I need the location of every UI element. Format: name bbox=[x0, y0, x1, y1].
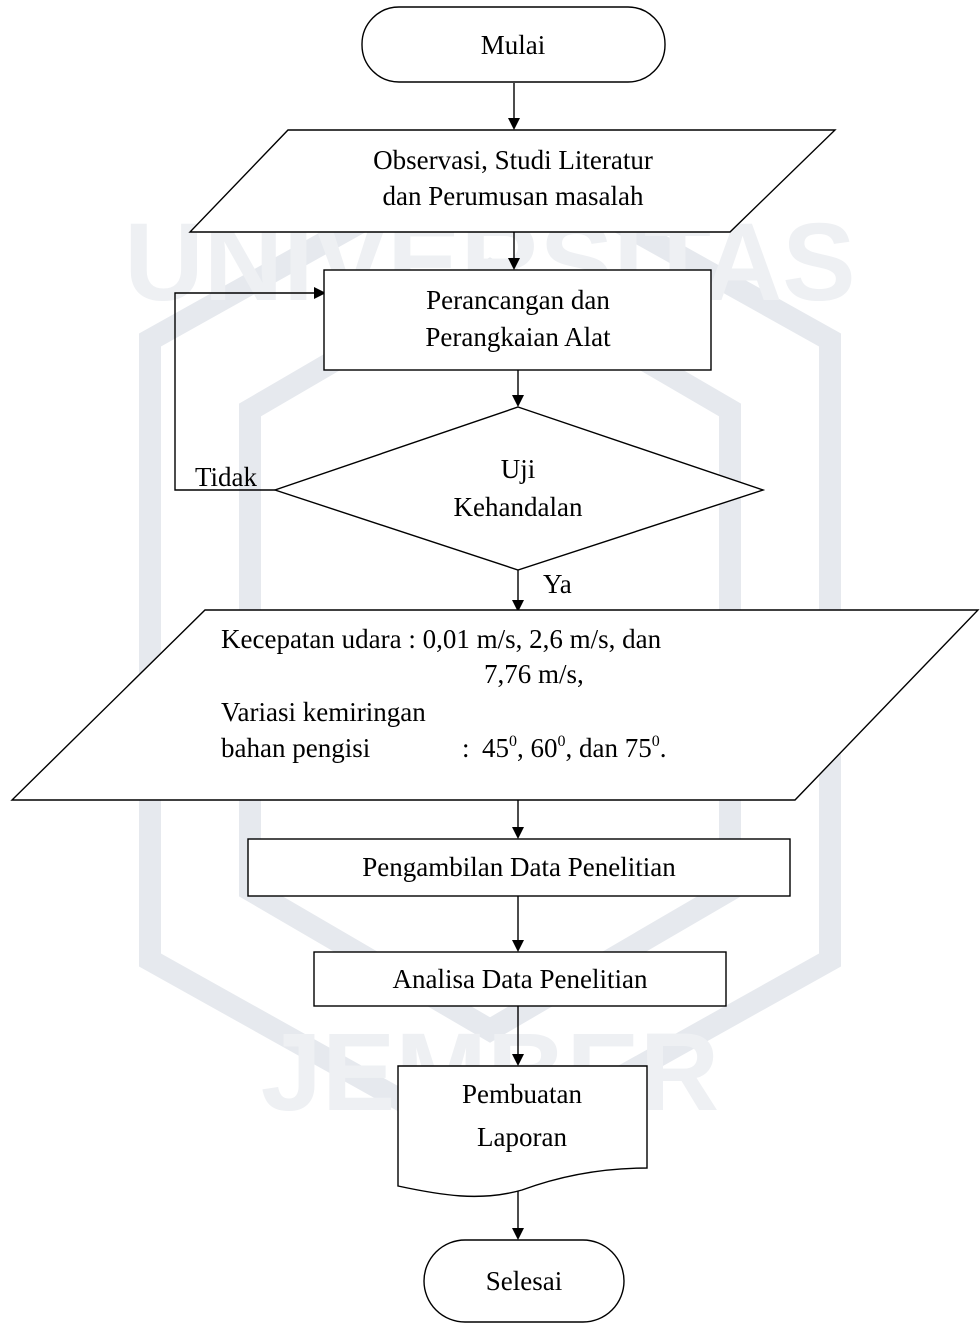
report-line2: Laporan bbox=[477, 1122, 567, 1152]
angle-45: 45 bbox=[482, 733, 509, 763]
design-step: Perancangan dan Perangkaian Alat bbox=[323, 269, 712, 371]
angle-60: 60 bbox=[531, 733, 558, 763]
degree-1: 0 bbox=[509, 733, 517, 750]
decision-yes-label: Ya bbox=[543, 569, 572, 599]
observe-line2: dan Perumusan masalah bbox=[383, 181, 644, 211]
parameters-line4-label: bahan pengisi bbox=[221, 733, 370, 763]
decision-reliability: Uji Kehandalan Tidak Ya bbox=[195, 406, 766, 599]
end-period: . bbox=[660, 733, 667, 763]
analyze-step: Analisa Data Penelitian bbox=[313, 951, 727, 1007]
sep-1: , bbox=[517, 733, 531, 763]
connectors bbox=[174, 83, 524, 1240]
sep-2: , dan bbox=[566, 733, 625, 763]
end-label: Selesai bbox=[486, 1266, 562, 1296]
parameters-line4-colon: : bbox=[462, 733, 470, 763]
report-line1: Pembuatan bbox=[462, 1079, 582, 1109]
parameters-line3: Variasi kemiringan bbox=[221, 697, 426, 727]
start-label: Mulai bbox=[481, 30, 546, 60]
parameters-input: Kecepatan udara : 0,01 m/s, 2,6 m/s, dan… bbox=[10, 609, 980, 801]
decision-line2: Kehandalan bbox=[454, 492, 583, 522]
end-terminator: Selesai bbox=[423, 1239, 625, 1323]
parameters-line2: 7,76 m/s, bbox=[484, 659, 584, 689]
parameters-line4: bahan pengisi:450, 600, dan 750. bbox=[221, 733, 666, 763]
design-line1: Perancangan dan bbox=[426, 285, 610, 315]
start-terminator: Mulai bbox=[361, 6, 666, 83]
degree-2: 0 bbox=[558, 733, 566, 750]
analyze-label: Analisa Data Penelitian bbox=[393, 964, 648, 994]
collect-step: Pengambilan Data Penelitian bbox=[247, 838, 791, 897]
angle-75: 75 bbox=[625, 733, 652, 763]
parameters-line1: Kecepatan udara : 0,01 m/s, 2,6 m/s, dan bbox=[221, 624, 662, 654]
report-document: Pembuatan Laporan bbox=[397, 1065, 648, 1198]
loop-no-line bbox=[174, 287, 326, 491]
decision-line1: Uji bbox=[501, 454, 536, 484]
observe-line1: Observasi, Studi Literatur bbox=[373, 145, 653, 175]
decision-no-label: Tidak bbox=[195, 462, 258, 492]
design-line2: Perangkaian Alat bbox=[425, 322, 611, 352]
degree-3: 0 bbox=[652, 733, 660, 750]
observe-step: Observasi, Studi Literatur dan Perumusan… bbox=[188, 129, 837, 233]
collect-label: Pengambilan Data Penelitian bbox=[362, 852, 676, 882]
